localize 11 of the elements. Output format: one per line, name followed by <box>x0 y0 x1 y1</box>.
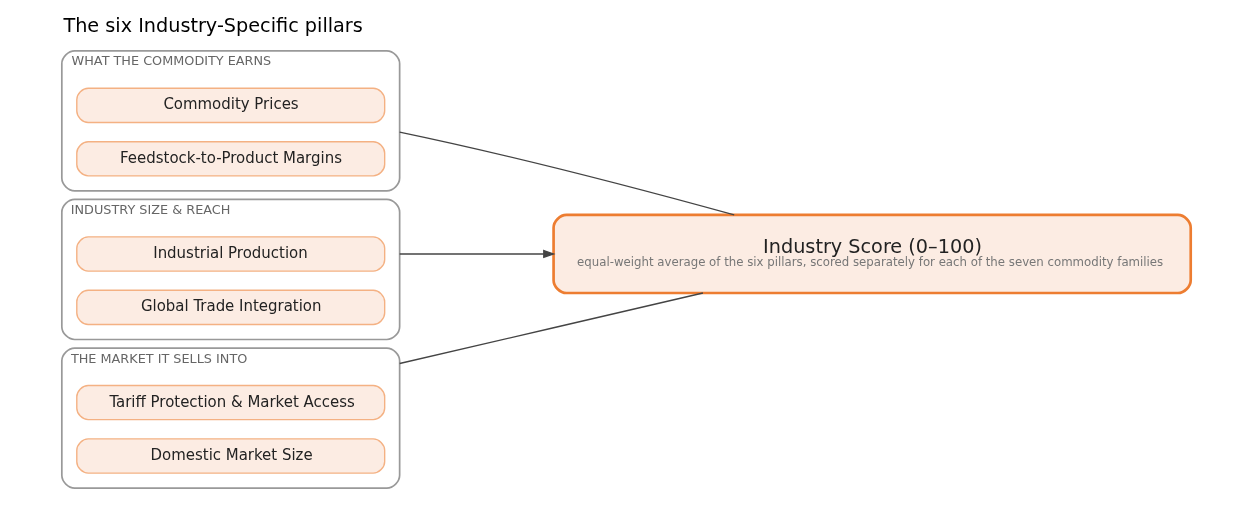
diagram-title: The six Industry-Specific pillars <box>63 14 363 38</box>
connector <box>398 131 735 216</box>
node-box: Industrial Production <box>76 236 386 272</box>
node-box: Domestic Market Size <box>76 438 386 474</box>
node-box: Feedstock-to-Product Margins <box>76 141 386 177</box>
node-box: Industry Score (0–100) equal-weight average of the six pillars, scored separately for each of the seven commodity families <box>552 213 1193 295</box>
connector <box>398 292 704 365</box>
node-box: Commodity Prices <box>76 87 386 124</box>
node-box: Tariff Protection & Market Access <box>76 384 386 421</box>
node-box: Global Trade Integration <box>76 289 386 326</box>
arrow <box>398 249 556 259</box>
